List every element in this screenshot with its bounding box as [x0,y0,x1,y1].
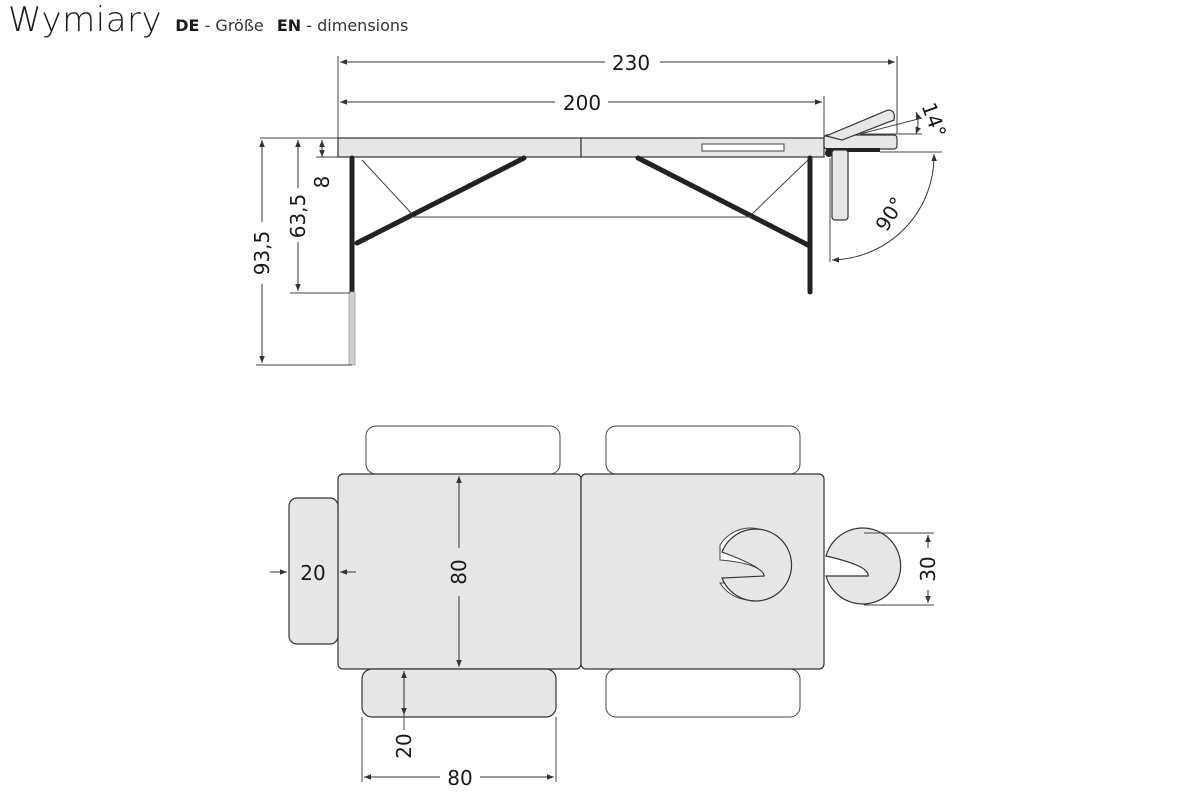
carry-handle [701,143,785,152]
armrest-bottom-right [605,668,801,718]
diagram-title: Wymiary DE - Größe EN - dimensions [8,0,408,44]
top-view: 80 20 30 20 80 [270,425,940,790]
leg-brace-left [354,155,527,246]
face-cushion [825,527,902,605]
dim-side-extension: 20 [300,561,325,585]
dim-width: 80 [447,559,471,584]
angle-14-ray [859,117,923,135]
headrest-pad [824,109,895,141]
dim-armrest-length: 80 [447,766,472,790]
dim-min-height: 63,5 [286,194,310,239]
face-hole-fill [721,528,793,602]
angle-14-arc [915,111,922,135]
angle-90-arc [831,153,937,263]
dim-face-hole: 30 [916,556,940,581]
cable-left [361,159,413,215]
armrest-bottom-left [361,668,557,718]
headrest-hinge [825,149,833,157]
dim-headrest-angle: 14° [917,99,952,141]
cable-right [751,159,809,215]
headrest-bracket [826,148,880,152]
dim-armrest-depth: 20 [392,733,416,758]
side-extension [288,497,339,645]
title-lang-de: DE [175,16,200,35]
armrest-hanging [831,149,849,221]
dim-total-length: 230 [612,51,650,75]
tabletop-left [337,137,582,158]
leg-left-extension [348,291,356,366]
leg-brace-right [635,155,811,248]
title-word-en: - dimensions [306,16,409,35]
side-view: 230 200 8 63,5 [250,51,952,366]
dim-max-height: 93,5 [250,231,274,276]
title-main: Wymiary [8,0,163,40]
title-lang-en: EN [276,16,302,35]
armrest-top-left [365,425,561,475]
armrest-top-right [605,425,801,475]
dim-bed-length: 200 [563,91,601,115]
title-word-de: - Größe [204,16,264,35]
table-top-right-half [580,473,825,670]
dim-thickness: 8 [310,176,334,189]
